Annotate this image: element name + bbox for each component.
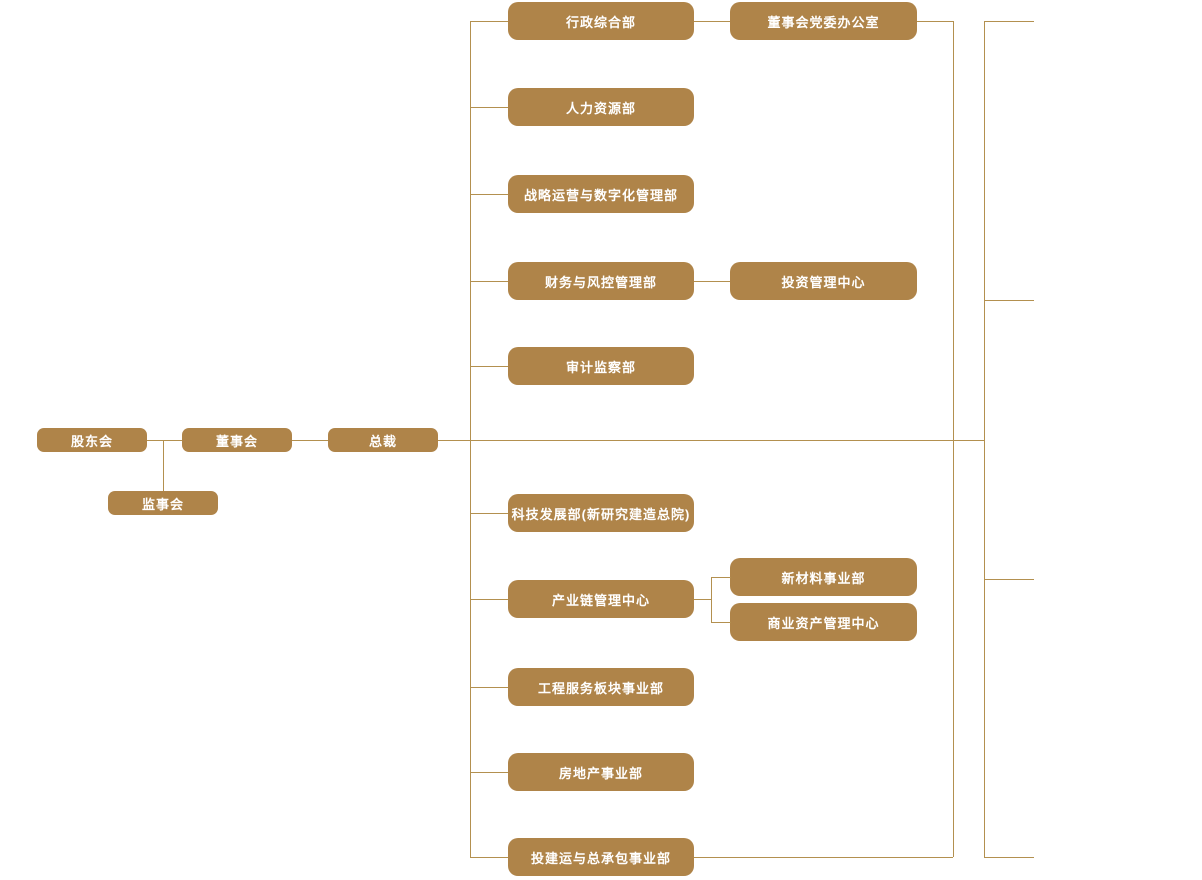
connector-finance-investment [694,281,730,282]
org-node-industry-chain: 产业链管理中心 [508,580,694,618]
org-node-engineering: 工程服务板块事业部 [508,668,694,706]
connector-bracket-stub-4 [984,857,1034,858]
org-node-president: 总裁 [328,428,438,452]
org-node-real-estate: 房地产事业部 [508,753,694,791]
org-node-epc: 投建运与总承包事业部 [508,838,694,876]
org-node-party-office: 董事会党委办公室 [730,2,917,40]
connector-stub-hr [470,107,508,108]
connector-bracket-stub-2 [984,300,1034,301]
org-node-supervisory: 监事会 [108,491,218,515]
connector-chain-branch [711,577,712,622]
connector-bracket-outer [984,21,985,857]
connector-bracket-stub-3 [984,579,1034,580]
connector-stub-industry-chain [470,599,508,600]
org-node-commercial-assets: 商业资产管理中心 [730,603,917,641]
connector-stub-strategy [470,194,508,195]
org-node-investment: 投资管理中心 [730,262,917,300]
org-node-new-materials: 新材料事业部 [730,558,917,596]
connector-stub-finance [470,281,508,282]
connector-stub-admin [470,21,508,22]
connector-supervisory-drop [163,440,164,491]
connector-party-office-bracket [917,21,953,22]
org-node-hr: 人力资源部 [508,88,694,126]
connector-chain-new-materials [711,577,731,578]
connector-stub-epc [470,857,508,858]
connector-stub-engineering [470,687,508,688]
org-node-board: 董事会 [182,428,292,452]
connector-bracket-stub-1 [984,21,1034,22]
connector-admin-party-office [694,21,730,22]
connector-chain-split [694,599,711,600]
connector-chain-commercial [711,622,731,623]
connector-shareholders-board [147,440,182,441]
org-node-strategy: 战略运营与数字化管理部 [508,175,694,213]
connector-stub-audit [470,366,508,367]
connector-left-spine [470,21,471,857]
connector-board-president [292,440,328,441]
org-node-admin: 行政综合部 [508,2,694,40]
org-node-shareholders: 股东会 [37,428,147,452]
connector-stub-tech [470,513,508,514]
org-node-audit: 审计监察部 [508,347,694,385]
connector-bracket-inner [953,21,954,857]
org-node-tech: 科技发展部(新研究建造总院) [508,494,694,532]
connector-trunk [438,440,984,441]
org-node-finance: 财务与风控管理部 [508,262,694,300]
connector-epc-bracket [694,857,953,858]
connector-stub-real-estate [470,772,508,773]
